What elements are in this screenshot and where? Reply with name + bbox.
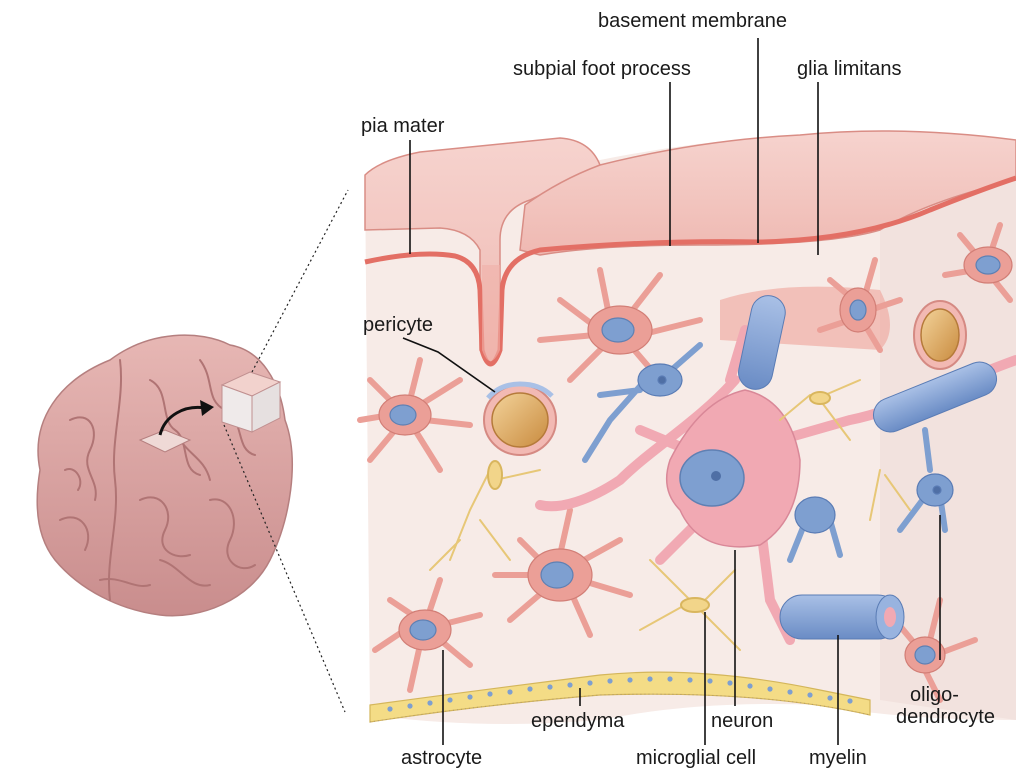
label-pericyte: pericyte	[363, 314, 433, 336]
zoom-line-top	[252, 190, 348, 372]
label-oligodendrocyte-line2: dendrocyte	[896, 706, 1006, 728]
label-glia-limitans: glia limitans	[797, 58, 901, 80]
label-pia-mater: pia mater	[361, 115, 444, 137]
label-oligodendrocyte-line1: oligo-	[896, 684, 1006, 706]
label-oligodendrocyte: oligo- dendrocyte	[896, 684, 1006, 728]
label-neuron: neuron	[711, 710, 773, 732]
label-ependyma: ependyma	[531, 710, 624, 732]
brain-illustration	[37, 335, 292, 616]
label-myelin: myelin	[809, 747, 867, 769]
label-microglial-cell: microglial cell	[636, 747, 756, 769]
label-subpial-foot-process: subpial foot process	[513, 58, 691, 80]
blood-vessel	[484, 384, 556, 455]
blood-vessel-right	[914, 301, 966, 369]
label-basement-membrane: basement membrane	[598, 10, 787, 32]
tissue-block	[360, 130, 1016, 730]
label-astrocyte: astrocyte	[401, 747, 482, 769]
